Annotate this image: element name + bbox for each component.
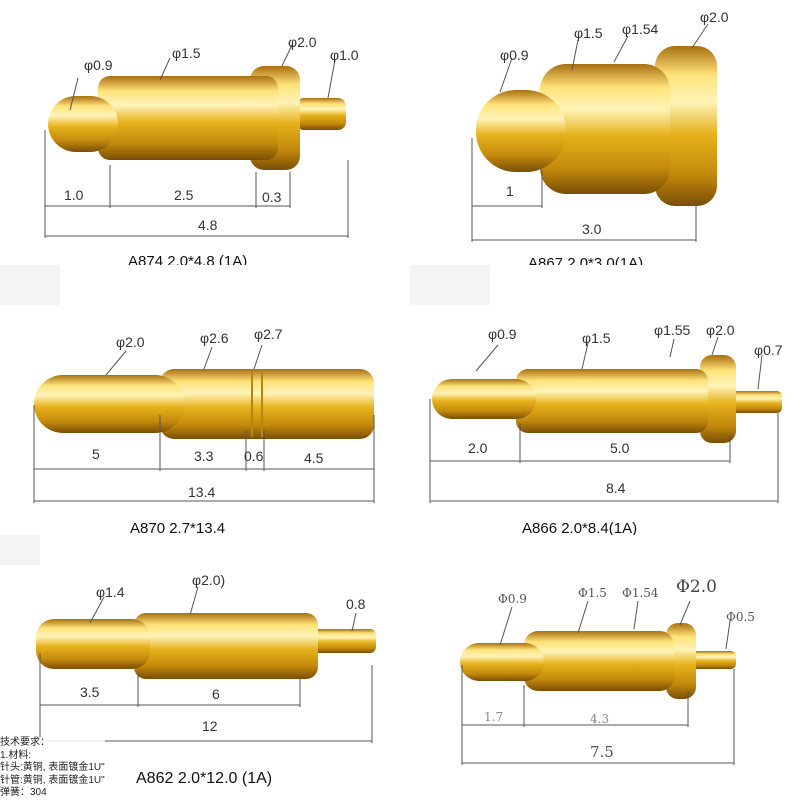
dimension-label: 8.4 <box>606 480 626 496</box>
pogo-pin-image <box>48 66 346 170</box>
pin-panel-a870: φ2.0 φ2.6 φ2.7 5 3.3 0.6 4.5 13.4 A870 2… <box>0 265 400 535</box>
pin-panel-a867: φ0.9 φ1.5 φ1.54 φ2.0 1 3.0 A867 2.0*3.0(… <box>400 0 800 265</box>
diameter-label: φ1.0 <box>330 47 359 63</box>
diameter-label: φ2.0 <box>700 9 729 25</box>
background-fade <box>0 535 40 565</box>
diameter-label: Φ1.5 <box>578 586 607 600</box>
dimension-lines <box>429 336 779 503</box>
diameter-label: φ1.55 <box>654 322 691 338</box>
diameter-label: φ0.9 <box>84 57 113 73</box>
diameter-label: φ2.7 <box>254 326 283 342</box>
pin-drawing-a862 <box>36 586 376 743</box>
note-line: 针头:黄铜, 表面镀金1U" <box>0 762 105 773</box>
dimension-label: 2.5 <box>174 187 194 203</box>
dimension-label: 0.3 <box>262 189 282 205</box>
dimension-label: 4.3 <box>590 712 610 726</box>
model-caption: A866 2.0*8.4(1A) <box>522 520 638 535</box>
model-caption: A874 2.0*4.8 (1A) <box>128 253 248 265</box>
diameter-label: φ1.54 <box>622 21 659 37</box>
dimension-label: 13.4 <box>188 484 216 500</box>
pin-drawing-a874 <box>44 44 349 238</box>
diameter-label: φ1.5 <box>172 45 201 61</box>
dimension-lines <box>461 600 735 765</box>
model-caption: A862 2.0*12.0 (1A) <box>136 770 273 787</box>
pogo-pin-image <box>432 355 782 443</box>
dimension-label: 6 <box>212 686 220 702</box>
model-caption: A870 2.7*13.4 <box>130 520 226 535</box>
pogo-pin-image <box>476 46 717 206</box>
diameter-label: φ2.0 <box>288 34 317 50</box>
model-caption: A867 2.0*3.0(1A) <box>528 255 644 265</box>
dimension-lines <box>44 44 349 238</box>
diameter-label: φ1.5 <box>574 25 603 41</box>
diameter-label: Φ0.5 <box>726 610 755 624</box>
dimension-label: 1.0 <box>64 187 84 203</box>
pogo-pin-image <box>460 623 736 699</box>
note-line: 弹簧：304 <box>0 787 47 798</box>
note-line: 针管:黄铜, 表面镀金1U" <box>0 774 105 786</box>
technical-requirements-note: 技术要求： 1.材料: 针头:黄铜, 表面镀金1U" 针管:黄铜, 表面镀金1U… <box>0 737 105 800</box>
dimension-label: 2.0 <box>468 440 488 456</box>
diameter-label: φ1.4 <box>96 584 125 600</box>
diameter-label: φ0.9 <box>488 326 517 342</box>
dimension-label: 3.0 <box>582 221 602 237</box>
pin-panel-7-5: Φ0.9 Φ1.5 Φ1.54 Φ2.0 Φ0.5 1.7 4.3 7.5 <box>400 535 800 800</box>
pin-panel-a874: φ0.9 φ1.5 φ2.0 φ1.0 1.0 2.5 0.3 4.8 A874… <box>0 0 400 265</box>
diameter-label: φ2.0 <box>116 334 145 350</box>
diameter-label: φ2.6 <box>200 330 229 346</box>
note-line: 技术要求： <box>0 737 50 748</box>
dimension-label: 12 <box>202 718 218 734</box>
diameter-label: Φ2.0 <box>676 577 717 597</box>
dimension-label: 3.3 <box>194 448 214 464</box>
note-line: 1.材料: <box>0 749 32 761</box>
dimension-label: 0.6 <box>244 448 264 464</box>
diameter-label: φ2.0 <box>706 322 735 338</box>
pin-drawing-a870 <box>33 344 375 503</box>
dimension-label: 1.7 <box>484 710 504 724</box>
dimension-label: 5.0 <box>610 440 630 456</box>
pin-drawing-a867 <box>471 23 717 242</box>
diameter-label: φ1.5 <box>582 330 611 346</box>
dimension-lines <box>33 344 375 503</box>
diameter-label: 0.8 <box>346 596 366 612</box>
pin-panel-a866: φ0.9 φ1.5 φ1.55 φ2.0 φ0.7 2.0 5.0 8.4 A8… <box>400 265 800 535</box>
background-fade <box>410 265 490 305</box>
dimension-label: 5 <box>92 446 100 462</box>
pin-drawing-7-5 <box>460 600 736 765</box>
background-fade <box>0 265 60 305</box>
dimension-lines <box>471 23 709 242</box>
dimension-label: 1 <box>506 183 514 199</box>
diameter-label: Φ1.54 <box>622 586 659 600</box>
dimension-label: 3.5 <box>80 684 100 700</box>
pogo-pin-image <box>34 369 374 439</box>
diameter-label: Φ0.9 <box>498 592 527 606</box>
pogo-pin-image <box>36 613 376 679</box>
dimension-label: 4.8 <box>198 217 218 233</box>
dimension-label: 7.5 <box>590 743 614 761</box>
diameter-label: φ0.9 <box>500 47 529 63</box>
pin-panel-a862: φ1.4 φ2.0) 0.8 3.5 6 12 技术要求： 1.材料: 针头:黄… <box>0 535 400 800</box>
diameter-label: φ0.7 <box>754 342 783 358</box>
diameter-label: φ2.0) <box>192 572 226 588</box>
pin-drawing-a866 <box>429 336 782 503</box>
dimension-label: 4.5 <box>304 450 324 466</box>
